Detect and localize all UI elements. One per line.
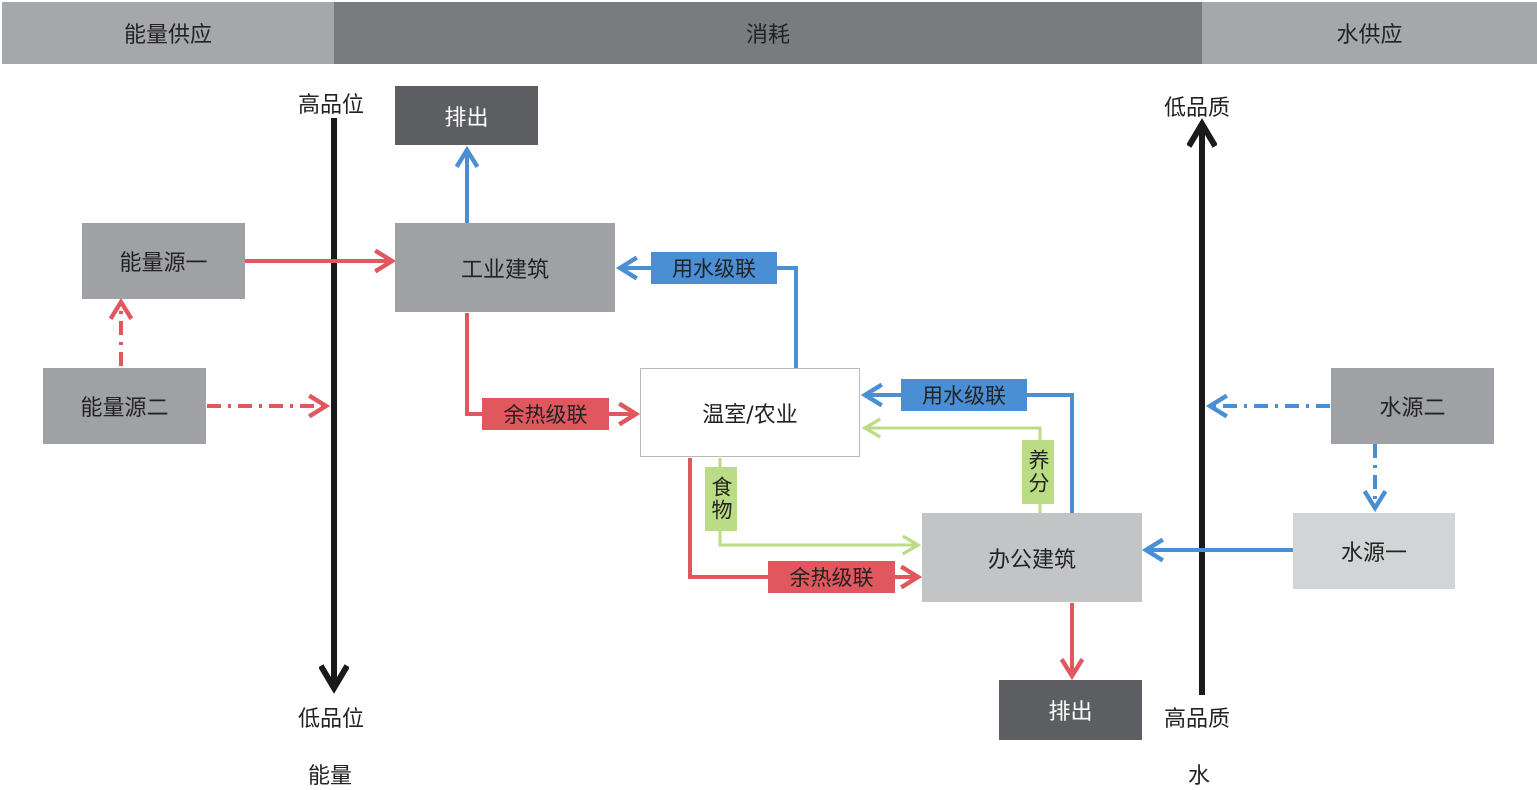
water-source-2-box: 水源二: [1331, 368, 1494, 444]
heat-cascade-tag-1-label: 余热级联: [503, 403, 588, 427]
exhaust-box-top-label: 排出: [444, 105, 489, 131]
water-source-2-label: 水源二: [1379, 396, 1446, 421]
greenhouse-box: 温室/农业: [640, 368, 860, 457]
nutrients-tag: 养分: [1022, 440, 1054, 504]
header-energy-supply: 能量供应: [2, 2, 334, 64]
water-axis-caption: 水: [1188, 764, 1211, 789]
food-tag: 食物: [705, 467, 737, 531]
water-axis-bottom-label: 高品质: [1164, 707, 1231, 732]
water-cascade-tag-1-label: 用水级联: [672, 257, 756, 281]
energy-axis-bottom-label: 低品位: [298, 707, 365, 732]
energy-source-2-label: 能量源二: [80, 396, 169, 421]
header-water-supply: 水供应: [1202, 2, 1537, 64]
greenhouse-label: 温室/农业: [702, 402, 798, 428]
header-energy-supply-label: 能量供应: [123, 23, 212, 48]
heat-cascade-tag-1: 余热级联: [482, 398, 609, 430]
energy-axis-top-label: 高品位: [298, 93, 365, 118]
water-axis-top-label: 低品质: [1164, 96, 1231, 121]
industrial-building-box: 工业建筑: [395, 223, 615, 312]
energy-axis-caption: 能量: [308, 764, 353, 789]
exhaust-box-top: 排出: [395, 86, 538, 145]
food-tag-label: 食物: [709, 476, 733, 522]
food-link: [718, 458, 922, 556]
energy-source-1-label: 能量源一: [119, 251, 208, 276]
energy-source-2-box: 能量源二: [43, 368, 206, 444]
water-source-1-box: 水源一: [1293, 513, 1455, 589]
header-consumption-label: 消耗: [745, 23, 790, 48]
office-building-box: 办公建筑: [922, 513, 1142, 602]
industrial-building-label: 工业建筑: [460, 257, 549, 283]
water-source-1-label: 水源一: [1340, 541, 1407, 566]
exhaust-box-bottom-label: 排出: [1048, 700, 1093, 725]
heat-cascade-tag-2: 余热级联: [768, 561, 895, 593]
header-consumption: 消耗: [334, 2, 1202, 64]
energy-source-1-box: 能量源一: [82, 223, 245, 299]
nutrients-link: [861, 417, 1042, 513]
water-cascade-tag-2: 用水级联: [901, 379, 1027, 411]
heat-cascade-tag-2-label: 余热级联: [789, 566, 874, 590]
office-building-label: 办公建筑: [987, 547, 1076, 573]
header-water-supply-label: 水供应: [1336, 23, 1403, 48]
exhaust-box-bottom: 排出: [999, 680, 1142, 740]
water-cascade-tag-2-label: 用水级联: [922, 384, 1006, 408]
water-cascade-tag-1: 用水级联: [651, 252, 777, 284]
nutrients-tag-label: 养分: [1026, 449, 1050, 495]
